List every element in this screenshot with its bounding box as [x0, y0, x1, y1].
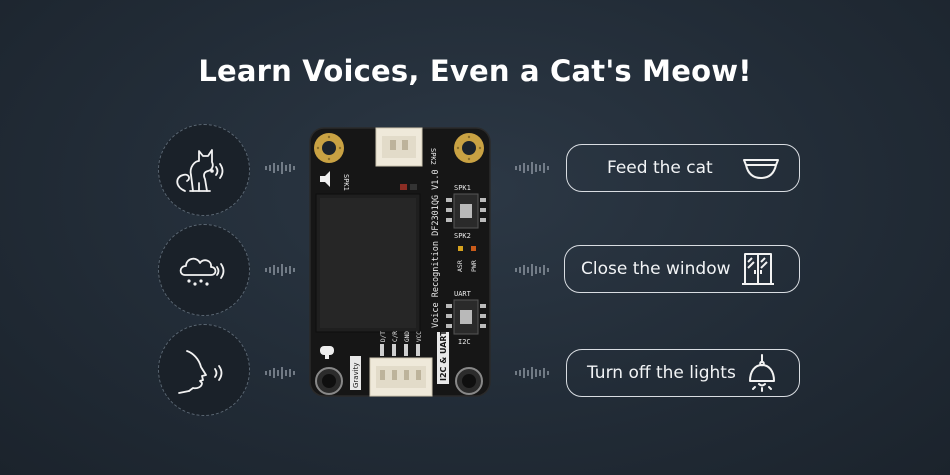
command-label: Close the window: [581, 259, 731, 279]
page-title: Learn Voices, Even a Cat's Meow!: [198, 54, 752, 88]
label-gravity: Gravity: [352, 362, 360, 388]
label-pin-gnd: GND: [404, 331, 411, 342]
label-spk1: SPK1: [342, 174, 350, 191]
label-asr: ASR: [456, 260, 464, 272]
bowl-icon: [743, 159, 779, 179]
cat-icon: [176, 149, 224, 192]
mounting-hole: [454, 133, 484, 163]
voice-recognition-board: SPK2 SPK1 SPK1 SPK2 Voice Recognition DF…: [308, 126, 492, 402]
lamp-icon: [749, 354, 775, 392]
command-close-the-window: Close the window: [564, 245, 800, 293]
label-pwr: PWR: [470, 260, 478, 272]
speaking-face-icon-circle: [158, 324, 250, 416]
board-graphic: SPK2 SPK1 SPK1 SPK2 Voice Recognition DF…: [309, 127, 491, 397]
gravity-connector: [369, 357, 433, 397]
sound-wave-icon: [515, 367, 549, 379]
label-interface: I2C & UART: [439, 330, 448, 381]
label-i2c: I2C: [458, 338, 471, 346]
microphone: [315, 367, 343, 395]
command-label: Feed the cat: [607, 158, 713, 178]
microphone-icon: [320, 346, 334, 359]
sound-wave-icon: [265, 264, 295, 276]
sound-wave-icon: [265, 162, 295, 174]
rain-cloud-icon-circle: [158, 224, 250, 316]
speaking-face-icon: [178, 350, 223, 394]
speaker-icon: [320, 171, 330, 187]
cat-icon-circle: [158, 124, 250, 216]
command-label: Turn off the lights: [587, 363, 736, 383]
interface-switch: [446, 299, 486, 335]
label-pin-vcc: VCC: [416, 331, 423, 342]
sound-wave-icon: [515, 264, 549, 276]
label-model: Voice Recognition DF2301QG V1.0: [431, 169, 441, 328]
window-icon: [742, 253, 774, 285]
sound-wave-icon: [515, 162, 549, 174]
label-uart: UART: [454, 290, 472, 298]
command-turn-off-the-lights: Turn off the lights: [566, 349, 800, 397]
label-pin-dt: D/T: [380, 331, 387, 342]
command-feed-the-cat: Feed the cat: [566, 144, 800, 192]
label-pin-cr: C/R: [392, 331, 399, 342]
sound-wave-icon: [265, 367, 295, 379]
mounting-hole: [314, 133, 344, 163]
speaker-connector: [375, 127, 423, 167]
label-spk2: SPK2: [429, 148, 437, 165]
label-spk2-switch: SPK2: [454, 232, 471, 240]
speaker-switch: [446, 193, 486, 229]
label-spk1-switch: SPK1: [454, 184, 471, 192]
rain-cloud-icon: [179, 257, 225, 286]
microphone: [455, 367, 483, 395]
